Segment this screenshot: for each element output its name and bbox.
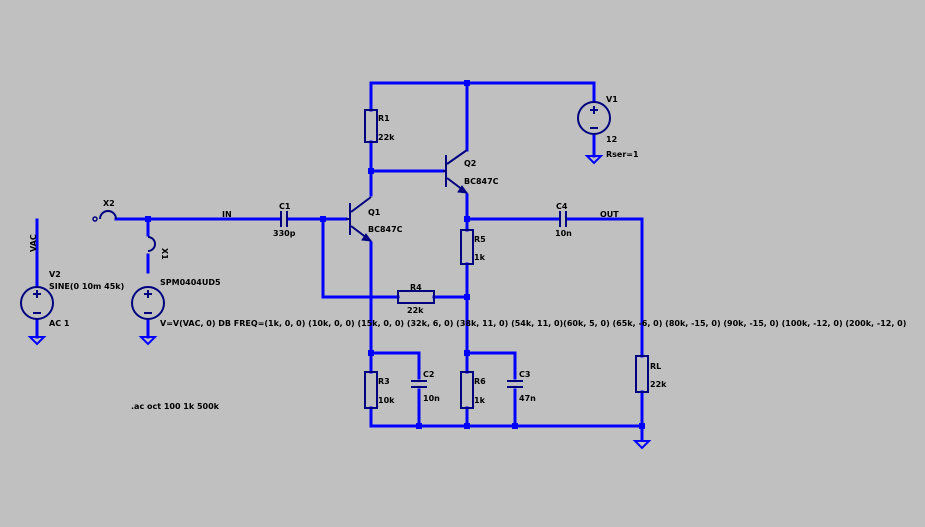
wires [35,81,644,442]
c2-value: 10n [423,394,440,403]
ground-symbol-x1 [138,336,158,346]
c1-ref: C1 [279,202,291,211]
q2-ref: Q2 [464,159,476,168]
r6-ref: R6 [474,377,486,386]
r4-value: 22k [407,306,424,315]
ground-symbol-v1 [584,155,604,165]
microphone-source-x1[interactable]: SPM0404UD5 X1 [131,236,221,320]
c2-ref: C2 [423,370,434,379]
junction-dot [145,216,151,222]
c1-value: 330p [273,229,296,238]
voltage-source-v2[interactable]: V2 SINE(0 10m 45k) AC 1 [20,270,124,328]
junctions [145,80,645,429]
resistor-r6[interactable]: R6 1k [460,371,486,409]
c3-ref: C3 [519,370,530,379]
jumper-x2[interactable]: X2 [92,199,117,222]
capacitor-c1[interactable]: C1 330p [273,202,296,238]
rl-ref: RL [650,362,661,371]
junction-dot [464,216,470,222]
resistor-r1[interactable]: R1 22k [364,109,395,143]
v2-ac: AC 1 [49,319,70,328]
ground-symbol-v2 [27,336,47,346]
r1-ref: R1 [378,114,390,123]
source-expression-directive: V=V(VAC, 0) DB FREQ=(1k, 0, 0) (10k, 0, … [160,319,906,328]
ac-analysis-directive: .ac oct 100 1k 500k [131,402,220,411]
r1-value: 22k [378,133,395,142]
x1-ref: X1 [160,248,169,260]
r4-ref: R4 [410,283,422,292]
junction-dot [464,350,470,356]
capacitor-c3[interactable]: C3 47n [507,370,536,403]
q1-model: BC847C [368,225,403,234]
q1-ref: Q1 [368,208,381,217]
r3-ref: R3 [378,377,390,386]
capacitor-c2[interactable]: C2 10n [411,370,440,403]
resistor-r5[interactable]: R5 1k [460,229,486,265]
x1-model: SPM0404UD5 [160,278,221,287]
r5-value: 1k [474,253,486,262]
v1-ref: V1 [606,95,618,104]
resistor-rl[interactable]: RL 22k [635,355,667,393]
v2-ref: V2 [49,270,61,279]
q2-model: BC847C [464,177,499,186]
junction-dot [639,423,645,429]
v2-value: SINE(0 10m 45k) [49,282,124,291]
v1-rser: Rser=1 [606,150,639,159]
junction-dot [512,423,518,429]
junction-dot [368,350,374,356]
v1-value: 12 [606,135,617,144]
r3-value: 10k [378,396,395,405]
capacitor-c4[interactable]: C4 10n [555,202,572,238]
junction-dot [464,423,470,429]
resistor-r3[interactable]: R3 10k [364,371,395,409]
junction-dot [464,80,470,86]
r6-value: 1k [474,396,486,405]
junction-dot [464,294,470,300]
resistor-r4[interactable]: R4 22k [397,283,435,315]
r5-ref: R5 [474,235,486,244]
ground-symbol-main [632,440,652,450]
c3-value: 47n [519,394,536,403]
net-label-vac: VAC [29,234,38,252]
junction-dot [416,423,422,429]
net-label-out: OUT [600,210,619,219]
voltage-source-v1[interactable]: V1 12 Rser=1 [577,95,639,159]
junction-dot [320,216,326,222]
transistor-q1[interactable]: Q1 BC847C [346,196,403,242]
x2-ref: X2 [103,199,115,208]
c4-value: 10n [555,229,572,238]
junction-dot [368,168,374,174]
rl-value: 22k [650,380,667,389]
c4-ref: C4 [556,202,568,211]
transistor-q2[interactable]: Q2 BC847C [443,149,499,194]
net-label-in: IN [222,210,232,219]
